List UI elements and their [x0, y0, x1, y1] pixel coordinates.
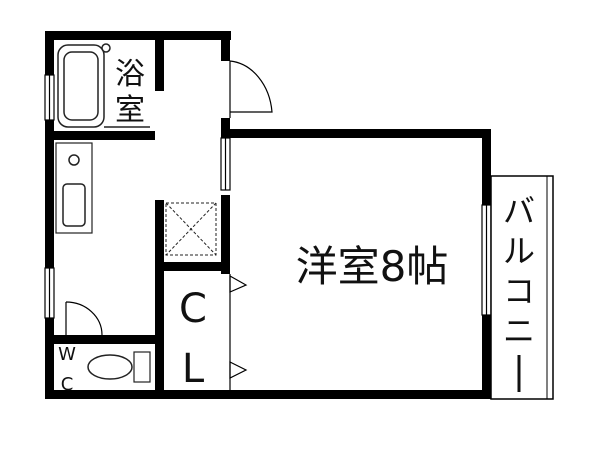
wall-closet-right-lower	[221, 262, 230, 274]
closet-door-upper	[229, 274, 248, 293]
labels: 浴 室 洋室8帖 C L W C バ ル コ ニ	[58, 57, 535, 395]
wall-left	[45, 31, 54, 399]
entrance-door-swing	[229, 60, 273, 113]
bath-label-1: 浴	[115, 57, 145, 92]
toilet-label-2: C	[61, 374, 74, 395]
stove-icon	[68, 154, 80, 166]
western-room-label: 洋室8帖	[296, 242, 449, 291]
wall-left-block-right-upper	[221, 31, 230, 61]
wall-bottom	[45, 390, 491, 399]
balcony-outline	[490, 175, 554, 400]
balcony-label: バ ル コ ニ	[503, 192, 535, 392]
kitchen-sink	[62, 183, 86, 227]
wall-closet-top	[155, 262, 230, 271]
toilet-bowl	[87, 354, 133, 380]
wall-left-block-right-lower	[221, 118, 230, 138]
balcony	[490, 175, 554, 400]
doors	[65, 60, 273, 390]
wall-room-left-mid	[221, 195, 230, 265]
wall-bath-bottom	[45, 131, 155, 140]
balcony-label-char: コ	[503, 272, 535, 310]
wall-closet-left	[155, 200, 164, 399]
fixtures	[55, 43, 217, 383]
balcony-label-char: ル	[503, 232, 535, 270]
wall-top-left	[45, 31, 231, 40]
balcony-label-char: バ	[503, 192, 535, 230]
bath-label-2: 室	[115, 93, 145, 128]
closet-door-lower	[229, 361, 248, 379]
closet-label-2: L	[182, 346, 205, 392]
wall-bath-right	[155, 31, 164, 91]
closet-label-1: C	[179, 286, 207, 332]
wall-toilet-top	[45, 335, 155, 344]
walls	[45, 31, 491, 399]
wall-top-main	[221, 129, 491, 138]
toilet-tank	[133, 351, 151, 383]
shower-fixture	[101, 43, 111, 53]
balcony-label-char: ニ	[503, 312, 535, 350]
toilet-label-1: W	[58, 344, 76, 365]
toilet-door-swing	[65, 301, 103, 336]
